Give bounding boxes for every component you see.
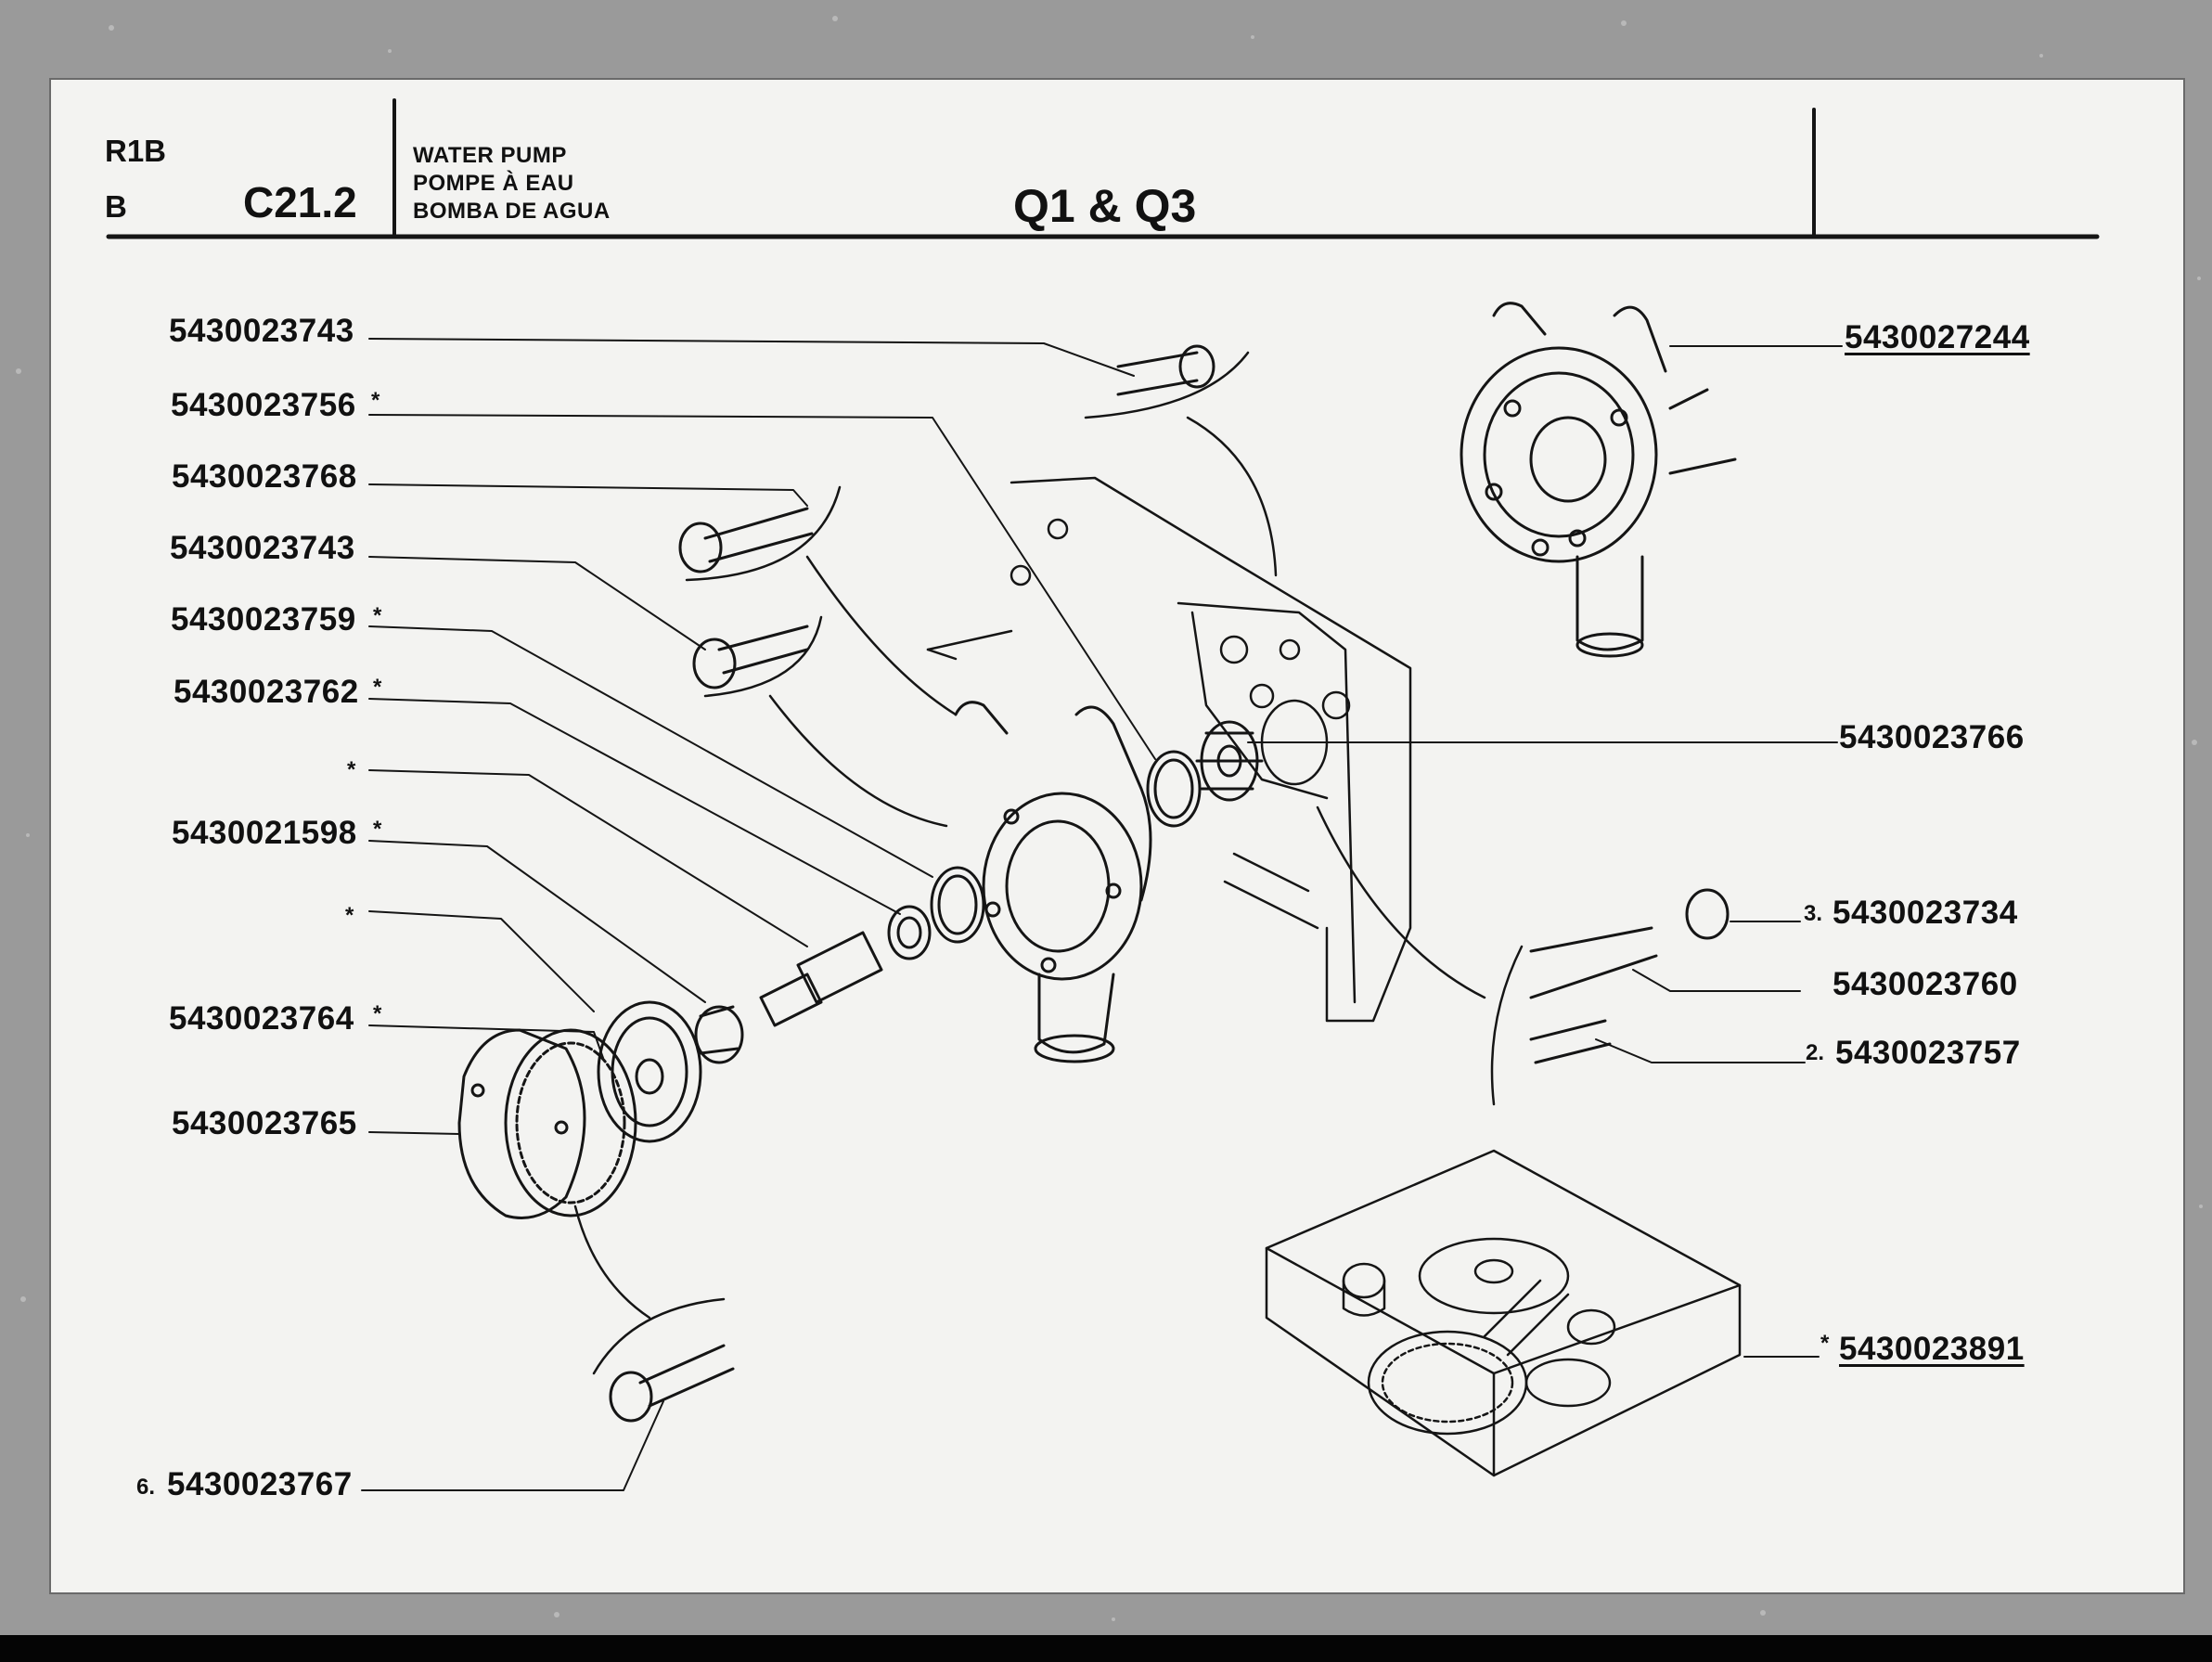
leader-lines-left	[361, 338, 1156, 1491]
title-english: WATER PUMP	[413, 143, 567, 168]
kit-marker: *	[373, 603, 382, 628]
title-spanish: BOMBA DE AGUA	[413, 199, 611, 224]
part-label: 5430023743	[169, 313, 354, 349]
catalog-sheet	[51, 80, 2183, 1592]
impeller-and-cover	[457, 1000, 702, 1219]
part-label: 5430023765	[172, 1105, 357, 1141]
part-label: 5430023768	[172, 458, 357, 495]
bolts	[609, 344, 1730, 1423]
leader-lines-right	[1247, 345, 1843, 1358]
engine-block-plate	[926, 476, 1412, 1023]
part-label: 5430023767	[167, 1466, 353, 1502]
part-label: 5430023734	[1833, 895, 2018, 931]
section-code: C21.2	[243, 178, 357, 226]
part-index: 3.	[1804, 901, 1823, 926]
pump-body	[954, 701, 1152, 1063]
part-label: 5430023764	[169, 1000, 354, 1037]
header-rules	[106, 98, 2100, 239]
kit-marker: *	[1820, 1331, 1830, 1356]
repair-kit-box	[1265, 1149, 1742, 1477]
kit-marker: *	[371, 388, 380, 413]
kit-marker: *	[347, 757, 356, 782]
kit-marker: *	[373, 675, 382, 700]
detail-callout-arcs	[573, 351, 1524, 1375]
bottom-dark-bar	[0, 1635, 2212, 1662]
part-label: 5430027244	[1845, 319, 2030, 355]
model-title: Q1 & Q3	[1013, 180, 1197, 232]
kit-marker: *	[373, 1001, 382, 1026]
group-code: B	[105, 189, 127, 224]
kit-marker: *	[373, 817, 382, 842]
drive-gear	[1195, 720, 1264, 802]
part-label: 5430023766	[1839, 719, 2025, 755]
part-index: 6.	[136, 1475, 156, 1500]
part-label: 5430023759	[171, 601, 356, 638]
part-label: 5430023743	[170, 530, 355, 566]
kit-marker: *	[345, 903, 354, 928]
part-label: 5430021598	[172, 815, 357, 851]
pump-housing-assembly	[1460, 302, 1737, 658]
part-label: 5430023762	[174, 674, 359, 710]
part-label: 5430023891	[1839, 1331, 2025, 1367]
row-code: R1B	[105, 134, 167, 168]
part-label: 5430023756	[171, 387, 356, 423]
part-label: 5430023757	[1835, 1035, 2021, 1071]
part-index: 2.	[1806, 1040, 1825, 1065]
title-french: POMPE À EAU	[413, 171, 574, 196]
seals-and-shaft	[694, 750, 1202, 1064]
part-label: 5430023760	[1833, 966, 2018, 1002]
